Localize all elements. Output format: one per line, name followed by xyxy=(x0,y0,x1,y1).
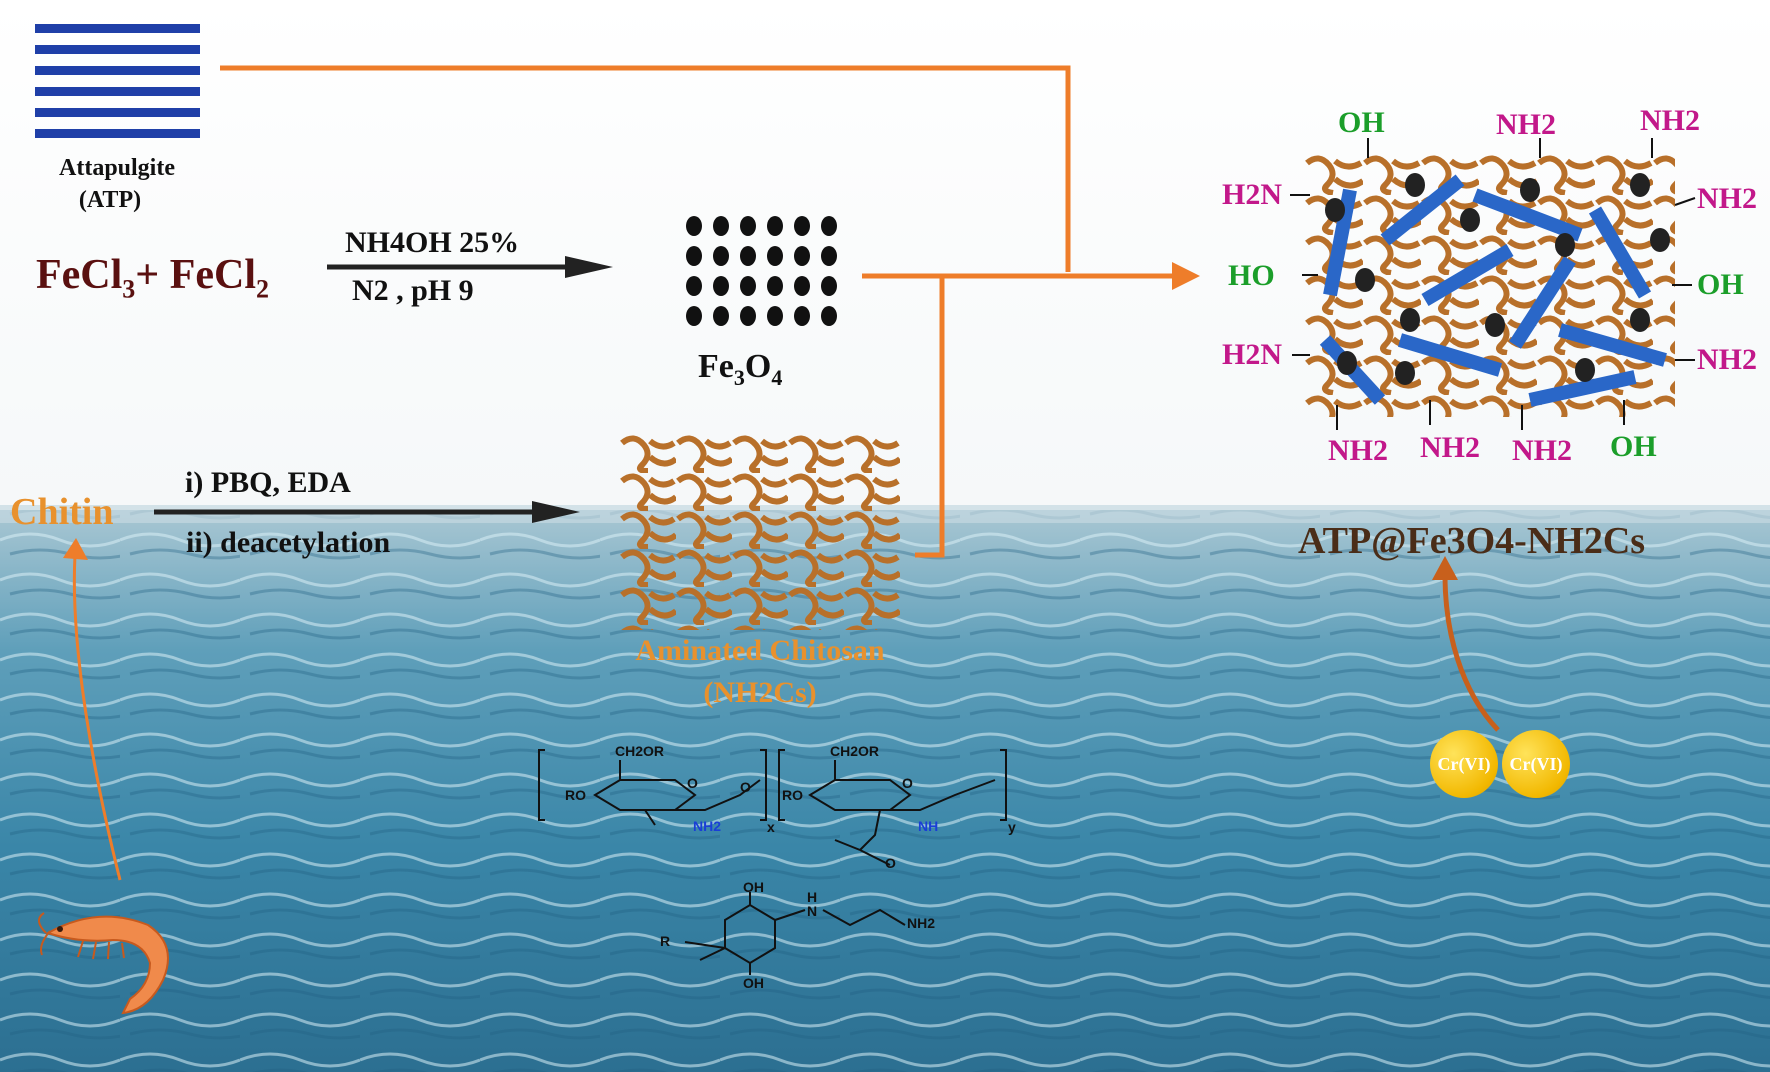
iron-reaction-arrow xyxy=(327,256,613,278)
glycosidic-oxygen: O xyxy=(740,779,751,795)
shrimp-icon xyxy=(38,912,169,1015)
carbonyl-oxygen: O xyxy=(885,855,896,870)
atp-abbrev-label: (ATP) xyxy=(78,187,142,213)
attapulgite-label: Attapulgite xyxy=(59,155,175,181)
fe3o4-o: O xyxy=(744,348,772,385)
group-nh2-bottom1: NH2 xyxy=(1328,434,1388,467)
iron-condition-label: N2 , pH 9 xyxy=(352,274,474,307)
cr-vi-label-1: Cr(VI) xyxy=(1437,753,1491,774)
product-composite xyxy=(1305,155,1675,417)
group-oh-right: OH xyxy=(1697,268,1744,301)
fe3o4-fe: Fe xyxy=(698,348,734,385)
product-label: ATP@Fe3O4-NH2Cs xyxy=(1298,520,1646,562)
ring-oxygen-1: O xyxy=(687,775,698,791)
fecl3-label: FeCl xyxy=(36,252,123,298)
ring-oxygen-2: O xyxy=(902,775,913,791)
amine-substituent-structure: OH OH H N NH2 R xyxy=(660,880,935,990)
chitin-step1-label: i) PBQ, EDA xyxy=(185,466,351,499)
nh-ring-label: NH xyxy=(918,818,938,834)
amine-h: H xyxy=(807,889,817,905)
fecl2-sub: 2 xyxy=(256,274,270,304)
group-nh2-right1: NH2 xyxy=(1697,182,1757,215)
group-nh2-right2: NH2 xyxy=(1697,343,1757,376)
group-nh2-top1: NH2 xyxy=(1496,108,1556,141)
chitosan-structure: CH2OR CH2OR RO RO O O O NH2 NH O x y xyxy=(538,743,1016,870)
subscript-x: x xyxy=(767,819,775,835)
fe3o4-nanoparticles xyxy=(686,216,837,326)
chitin-reaction-arrow xyxy=(154,501,580,523)
product-arrowhead xyxy=(1172,262,1200,290)
group-nh2-bottom2: NH2 xyxy=(1420,431,1480,464)
ch2or-label-1: CH2OR xyxy=(615,743,664,759)
group-nh2-bottom3: NH2 xyxy=(1512,434,1572,467)
nh2-ring-label: NH2 xyxy=(693,818,721,834)
ro-label-1: RO xyxy=(565,787,586,803)
attapulgite-stack xyxy=(35,24,200,138)
amine-n: N xyxy=(807,903,817,919)
chitosan-connector xyxy=(915,278,945,558)
ch2or-label-2: CH2OR xyxy=(830,743,879,759)
fecl2-label: + FeCl xyxy=(135,252,257,298)
group-h2n-left1: H2N xyxy=(1222,178,1282,211)
cr-to-product-arrow xyxy=(1442,574,1500,732)
iron-reagent-label: NH4OH 25% xyxy=(345,226,520,259)
cr-vi-ion-2: Cr(VI) xyxy=(1502,730,1570,798)
phenol-oh-bottom: OH xyxy=(743,975,764,990)
group-nh2-top2: NH2 xyxy=(1640,104,1700,137)
cr-vi-label-2: Cr(VI) xyxy=(1509,753,1563,774)
shrimp-to-chitin-arrow xyxy=(72,554,122,881)
chitin-label: Chitin xyxy=(10,491,114,533)
r-group: R xyxy=(660,933,670,949)
group-oh-bottom: OH xyxy=(1610,430,1657,463)
group-h2n-left2: H2N xyxy=(1222,338,1282,371)
subscript-y: y xyxy=(1008,819,1016,835)
iron-chlorides: FeCl3+ FeCl2 xyxy=(36,254,269,302)
fe3o4-sub1: 3 xyxy=(733,364,745,390)
nh2cs-label: (NH2Cs) xyxy=(703,676,817,709)
ro-label-2: RO xyxy=(782,787,803,803)
fecl3-sub: 3 xyxy=(122,274,136,304)
group-ho-left: HO xyxy=(1228,259,1275,292)
atp-connector xyxy=(220,65,1071,272)
chitin-step2-label: ii) deacetylation xyxy=(186,526,391,559)
group-oh-top: OH xyxy=(1338,106,1385,139)
cr-vi-ion-1: Cr(VI) xyxy=(1430,730,1498,798)
aminated-chitosan-mesh xyxy=(620,435,900,630)
terminal-nh2: NH2 xyxy=(907,915,935,931)
phenol-oh-top: OH xyxy=(743,880,764,895)
fe3o4-label: Fe3O4 xyxy=(698,350,782,389)
fe3o4-sub2: 4 xyxy=(771,364,783,390)
aminated-chitosan-label: Aminated Chitosan xyxy=(635,634,885,667)
